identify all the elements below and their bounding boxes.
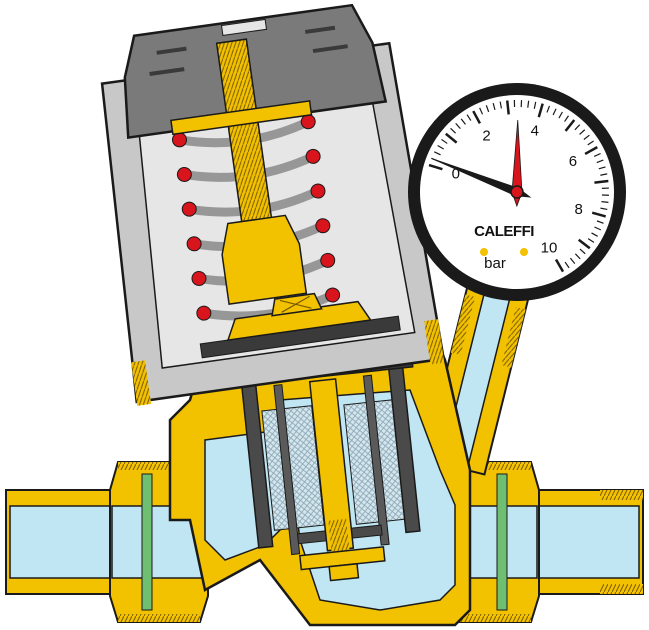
gauge-tick — [587, 238, 595, 243]
gauge-tick — [455, 122, 461, 130]
gauge-tick — [460, 118, 466, 125]
outlet-seal — [496, 473, 508, 611]
gauge-tick — [437, 144, 444, 150]
outlet-union-fitting — [440, 461, 644, 623]
gauge-ticks — [428, 100, 609, 273]
gauge-label-0: 0 — [452, 165, 460, 182]
gauge-dot-left — [480, 248, 488, 256]
gauge-tick — [472, 110, 482, 124]
gauge-tick — [577, 238, 591, 250]
gauge-tick — [601, 200, 609, 203]
adjusting-cap — [123, 3, 388, 140]
gauge-needles — [431, 119, 532, 208]
gauge-tick — [594, 226, 602, 231]
gauge-tick — [564, 261, 570, 269]
gauge-tick — [537, 103, 544, 118]
gauge-tick — [574, 124, 581, 131]
diaphragm-icon — [199, 292, 401, 359]
spring-top-plate — [170, 100, 313, 136]
cartridge-inner-right — [362, 374, 390, 546]
gauge-unit: bar — [484, 255, 506, 272]
pressure-gauge-icon: 0 2 4 6 8 10 CALEFFI bar — [408, 83, 626, 301]
bonnet-thread-right — [424, 319, 445, 365]
gauge-tick — [583, 134, 590, 141]
gauge-tick — [527, 100, 530, 108]
gauge-tick — [441, 138, 448, 144]
gauge-tick — [584, 146, 598, 156]
bonnet-thread-left — [131, 360, 152, 406]
gauge-tick — [466, 114, 472, 121]
gauge-tick — [591, 211, 607, 218]
gauge-tick — [591, 232, 598, 237]
gauge-tick — [564, 115, 569, 122]
gauge-tick — [546, 105, 551, 113]
adjusting-screw-icon — [170, 38, 313, 305]
outlet-thread — [600, 490, 643, 500]
gauge-labels: 0 2 4 6 8 10 — [452, 123, 583, 257]
outlet-nut-thread-top — [449, 462, 531, 470]
gauge-tick — [579, 248, 586, 255]
gauge-hub — [510, 185, 524, 199]
gauge-tick — [533, 101, 537, 109]
gauge-needle-red — [511, 119, 523, 208]
valve-stem-thread — [328, 518, 351, 561]
gauge-tick — [505, 100, 510, 115]
gauge-tick — [479, 107, 484, 115]
gauge-tick — [574, 253, 581, 260]
gauge-tick — [593, 152, 601, 157]
outlet-thread-bottom — [600, 584, 643, 594]
gauge-tick — [569, 257, 576, 264]
inlet-nut-thread-bottom — [118, 614, 200, 622]
cap-ribs — [149, 25, 348, 76]
gauge-tick — [445, 132, 458, 144]
inlet-nut-thread-top — [118, 462, 200, 470]
gauge-tick — [564, 119, 576, 132]
gauge-tick — [450, 127, 457, 134]
cap-top-slot — [220, 18, 268, 36]
gauge-brand: CALEFFI — [474, 223, 534, 240]
gauge-label-4: 4 — [531, 123, 539, 140]
gauge-dot-right — [520, 248, 528, 256]
gauge-tick — [579, 129, 586, 135]
gauge-tick — [558, 111, 563, 119]
screw-nut — [221, 214, 308, 305]
gauge-tick — [433, 151, 441, 156]
gauge-tick — [600, 207, 608, 211]
gauge-needle-black — [431, 157, 532, 198]
gauge-tick — [428, 163, 443, 171]
gauge-tick — [596, 220, 604, 224]
gauge-tick — [596, 159, 604, 164]
outlet-nut-thread-bottom — [449, 614, 531, 622]
cartridge-inner-left — [273, 384, 301, 556]
gauge-label-6: 6 — [569, 153, 577, 170]
gauge-label-8: 8 — [575, 201, 583, 218]
gauge-tick — [554, 258, 565, 273]
gauge-label-10: 10 — [541, 239, 558, 256]
gauge-tick — [587, 140, 594, 146]
gauge-stem-thread-right — [501, 307, 526, 368]
gauge-tick — [492, 102, 496, 111]
gauge-tick — [598, 166, 606, 170]
gauge-stem-thread-left — [450, 294, 476, 356]
gauge-tick — [552, 108, 557, 116]
diaphragm-cross — [279, 295, 312, 313]
spring-sections — [171, 114, 341, 321]
seat-nut — [328, 562, 360, 582]
gauge-tick — [485, 105, 490, 113]
gauge-tick — [499, 101, 503, 109]
gauge-tick — [600, 173, 608, 176]
cap-shell — [123, 3, 388, 140]
gauge-tick — [594, 179, 609, 184]
gauge-label-2: 2 — [482, 128, 490, 145]
inlet-seal — [141, 473, 153, 611]
